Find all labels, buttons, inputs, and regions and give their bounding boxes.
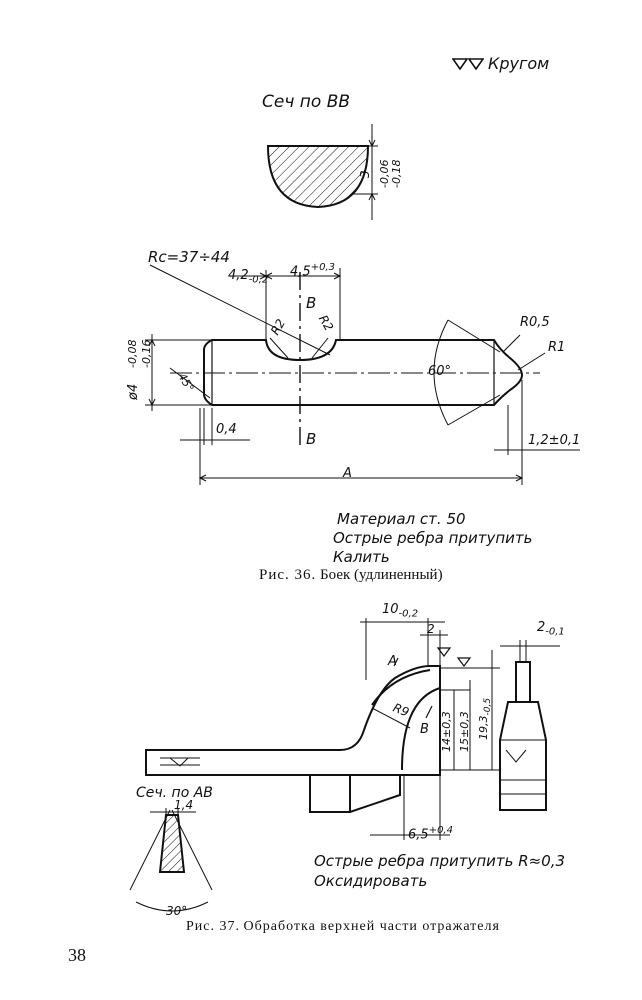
fig37-drawing bbox=[129, 618, 560, 912]
dim-4-5-tol: +0,3 bbox=[310, 262, 335, 273]
dim-1-4-label: 1,4 bbox=[174, 798, 194, 812]
dim-6-5-value: 6,5 bbox=[408, 827, 429, 843]
section-ab bbox=[129, 808, 213, 912]
diameter-value: ø4 bbox=[126, 383, 141, 400]
section-thickness-label: 3 bbox=[358, 170, 372, 178]
section-mark-bottom: В bbox=[306, 430, 317, 448]
dim-0-4-label: 0,4 bbox=[216, 422, 237, 437]
r1-label: R1 bbox=[548, 340, 566, 355]
side-view bbox=[499, 640, 560, 811]
diameter-label: ø4 bbox=[126, 384, 141, 400]
finish-all-label: Кругом bbox=[488, 54, 550, 73]
dim-6-5-tol: +0,4 bbox=[428, 825, 453, 836]
length-a-label: А bbox=[343, 466, 352, 481]
fig37-note-oxidize: Оксидировать bbox=[314, 872, 428, 890]
section-thickness: 3 bbox=[358, 170, 372, 178]
page-number: 38 bbox=[68, 945, 86, 965]
mark-b-label: В bbox=[420, 722, 429, 737]
dim-15-label: 15±0,3 bbox=[458, 711, 471, 752]
surface-finish-icon bbox=[451, 58, 485, 71]
dim-10-value: 10 bbox=[382, 602, 399, 617]
dim-19-3-label: 19,3-0,5 bbox=[477, 698, 493, 740]
fig36-note-edges: Острые ребра притупить bbox=[333, 529, 533, 547]
pin-body bbox=[170, 272, 540, 450]
fig36-note-harden: Калить bbox=[333, 548, 390, 566]
section-ab-title: Сеч. по АВ bbox=[136, 785, 213, 801]
section-bb-shape bbox=[266, 124, 378, 220]
dim-2-side-value: 2 bbox=[537, 620, 546, 635]
fig37-caption: Рис. 37. Обработка верхней части отражат… bbox=[186, 919, 500, 935]
fig36-caption-label: Рис. 36. bbox=[259, 567, 317, 583]
reflector-body bbox=[145, 665, 441, 813]
dim-10-tol: -0,2 bbox=[398, 608, 419, 620]
diameter-tol-lower: -0,16 bbox=[140, 339, 153, 368]
fig36-caption: Рис. 36. Боек (удлиненный) bbox=[259, 567, 443, 584]
angle-30-label: 30° bbox=[166, 904, 188, 918]
fig36-caption-text: Боек (удлиненный) bbox=[320, 567, 443, 583]
dim-4-5-value: 4,5 bbox=[290, 264, 311, 280]
dim-2-side-tol: -0,1 bbox=[545, 626, 565, 638]
fig36-drawing bbox=[145, 124, 580, 485]
dim-4-5: 4,5+0,3 bbox=[290, 262, 335, 279]
dim-1-2-label: 1,2±0,1 bbox=[528, 433, 581, 448]
diameter-tol-upper: -0,08 bbox=[126, 339, 139, 368]
section-mark-top: В bbox=[306, 294, 317, 312]
fig37-finish-marks bbox=[393, 647, 472, 719]
dim-1-2 bbox=[494, 380, 580, 485]
fig37-caption-text: Обработка верхней части отражателя bbox=[243, 919, 500, 934]
top-dimensions bbox=[149, 264, 342, 359]
tip-angle-dimension bbox=[433, 319, 546, 426]
dim-4-2-tol: -0,2 bbox=[248, 274, 269, 286]
fig36-section-title: Сеч по ВВ bbox=[262, 92, 351, 112]
tip-angle-label: 60° bbox=[428, 364, 452, 379]
fig37-caption-label: Рис. 37. bbox=[186, 919, 240, 934]
dim-6-5-label: 6,5+0,4 bbox=[408, 825, 453, 842]
dim-19-3-tol: -0,5 bbox=[483, 697, 494, 716]
dim-4-2-value: 4,2 bbox=[228, 268, 249, 283]
dim-2-side-label: 2-0,1 bbox=[537, 620, 565, 638]
dim-4-2: 4,2-0,2 bbox=[228, 268, 268, 286]
dim-2-label: 2 bbox=[427, 622, 435, 636]
dim-length-a bbox=[198, 408, 524, 485]
dim-0-4 bbox=[180, 408, 250, 445]
dim-10-label: 10-0,2 bbox=[382, 602, 418, 620]
dim-14-label: 14±0,3 bbox=[440, 711, 453, 752]
section-thickness-tol-lower: -0,18 bbox=[390, 159, 403, 188]
r05-label: R0,5 bbox=[520, 315, 550, 330]
mark-a-label: А bbox=[388, 654, 397, 669]
fig37-note-edges: Острые ребра притупить R≈0,3 bbox=[314, 852, 566, 870]
dim-19-3-value: 19,3 bbox=[477, 715, 490, 741]
fig37-dimensions bbox=[360, 618, 500, 840]
surface-finish-header bbox=[451, 56, 485, 75]
fig36-note-material: Материал ст. 50 bbox=[337, 510, 466, 528]
diameter-dimension bbox=[145, 334, 212, 411]
hardness-label: Rc=37÷44 bbox=[148, 248, 230, 266]
